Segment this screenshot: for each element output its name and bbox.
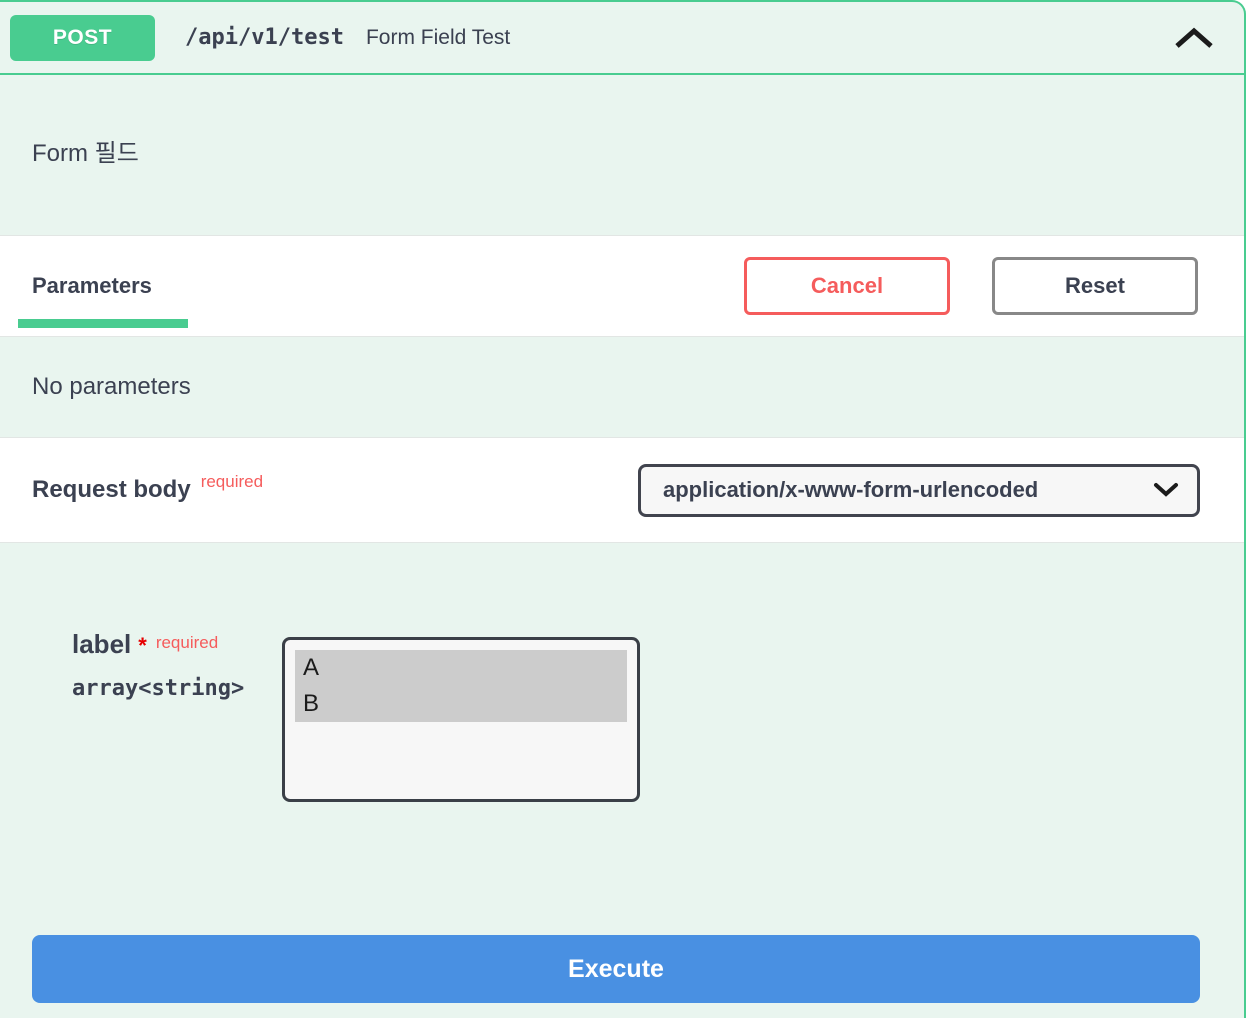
listbox-option[interactable]: A — [295, 650, 627, 686]
field-name-line: label* required — [72, 629, 282, 660]
content-type-select[interactable]: application/x-www-form-urlencoded — [638, 463, 1200, 517]
content-type-selected-value: application/x-www-form-urlencoded — [663, 477, 1039, 502]
method-badge: POST — [10, 14, 155, 61]
listbox-option[interactable]: B — [295, 686, 627, 722]
endpoint-summary: Form Field Test — [365, 25, 511, 49]
chevron-up-icon — [1172, 27, 1216, 54]
collapse-button[interactable] — [1168, 21, 1220, 55]
try-out-buttons: Cancel Reset — [744, 257, 1198, 315]
endpoint-path[interactable]: /api/v1/test — [185, 25, 344, 50]
endpoint-header[interactable]: POST /api/v1/test Form Field Test — [0, 2, 1244, 75]
form-field-row-label: label* required array<string> A B — [0, 629, 1244, 802]
tab-active-underline — [18, 319, 188, 328]
request-body-required: required — [200, 472, 264, 491]
reset-button[interactable]: Reset — [992, 257, 1198, 315]
field-type: array<string> — [72, 676, 245, 701]
tab-parameters[interactable]: Parameters — [32, 273, 152, 298]
cancel-button[interactable]: Cancel — [744, 257, 950, 315]
execute-button[interactable]: Execute — [32, 935, 1200, 1003]
endpoint-description: Form 필드 — [32, 140, 139, 167]
no-parameters-message: No parameters — [32, 373, 191, 400]
parameters-header-bar: Parameters Cancel Reset — [0, 235, 1244, 337]
field-name: label — [72, 629, 132, 659]
chevron-down-icon — [1153, 482, 1179, 498]
execute-wrapper: Execute — [0, 935, 1244, 1018]
label-multiselect-listbox[interactable]: A B — [282, 637, 640, 802]
required-asterisk: * — [138, 633, 147, 658]
request-body-form: label* required array<string> A B Execute — [0, 543, 1244, 1018]
field-required-label: required — [155, 633, 219, 652]
field-meta: label* required array<string> — [72, 629, 282, 802]
